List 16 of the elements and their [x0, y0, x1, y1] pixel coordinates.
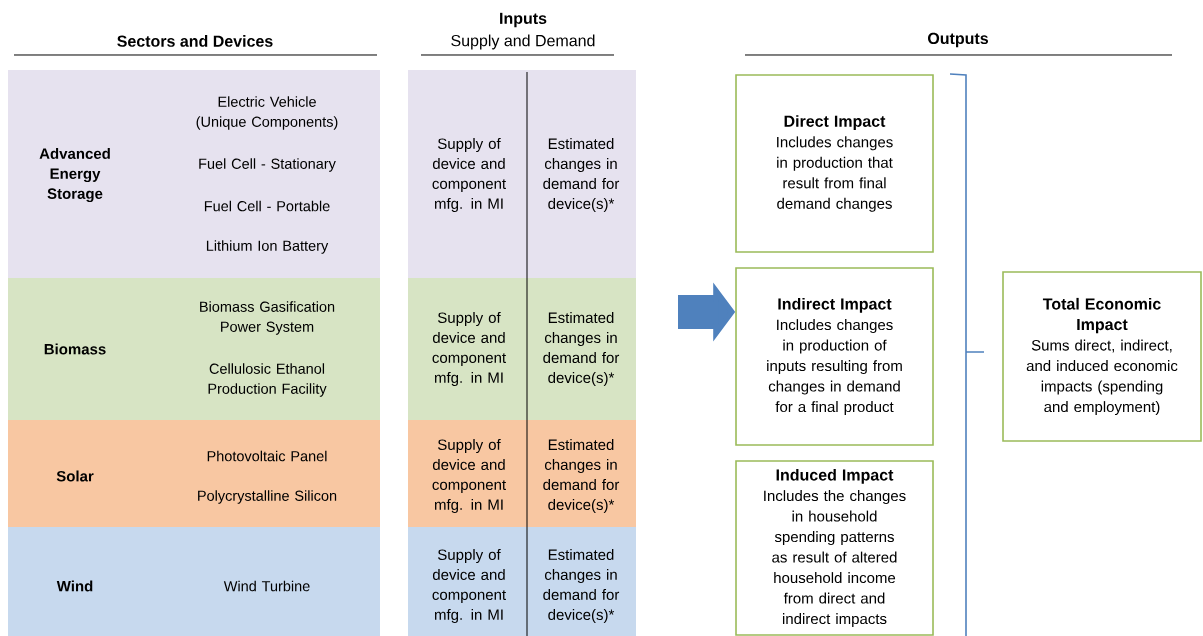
impact-box: Induced Impact Includes the changes in household spending patterns as result of altered household income from direct and indirect impacts — [735, 460, 934, 636]
header: Outputs — [928, 32, 988, 48]
table-band: Biomass Biomass Gasification Power System Cellulosic Ethanol Production Facility — [8, 278, 380, 420]
table-band: Wind Wind Turbine — [8, 527, 380, 636]
header: Supply and Demand — [451, 34, 595, 50]
header: Sectors and Devices — [117, 35, 273, 47]
table-band: Supply of device and component mfg. in MI Estimated changes in demand for device(s)* — [408, 419, 636, 528]
impact-box: Total Economic Impact Sums direct, indirect, and induced economic impacts (spending and employment) — [1002, 271, 1202, 442]
table-band: Supply of device and component mfg. in MI Estimated changes in demand for device(s)* — [408, 526, 636, 636]
impact-box: Direct Impact Includes changes in production that result from final demand changes — [735, 74, 934, 253]
impact-box: Indirect Impact Includes changes in production of inputs resulting from changes in demand for a final product — [735, 267, 934, 446]
table-band: Solar Photovoltaic Panel Polycrystalline Silicon — [8, 420, 380, 527]
table-band: Supply of device and component mfg. in MI Estimated changes in demand for device(s)* — [408, 277, 636, 421]
table-band: Supply of device and component mfg. in MI Estimated changes in demand for device(s)* — [408, 70, 636, 279]
header: Inputs — [500, 12, 547, 28]
table-band: Advanced Energy Storage Electric Vehicle (Unique Components) Fuel Cell - Stationary Fuel Cell - Portable Lithium Ion Battery — [8, 70, 380, 278]
